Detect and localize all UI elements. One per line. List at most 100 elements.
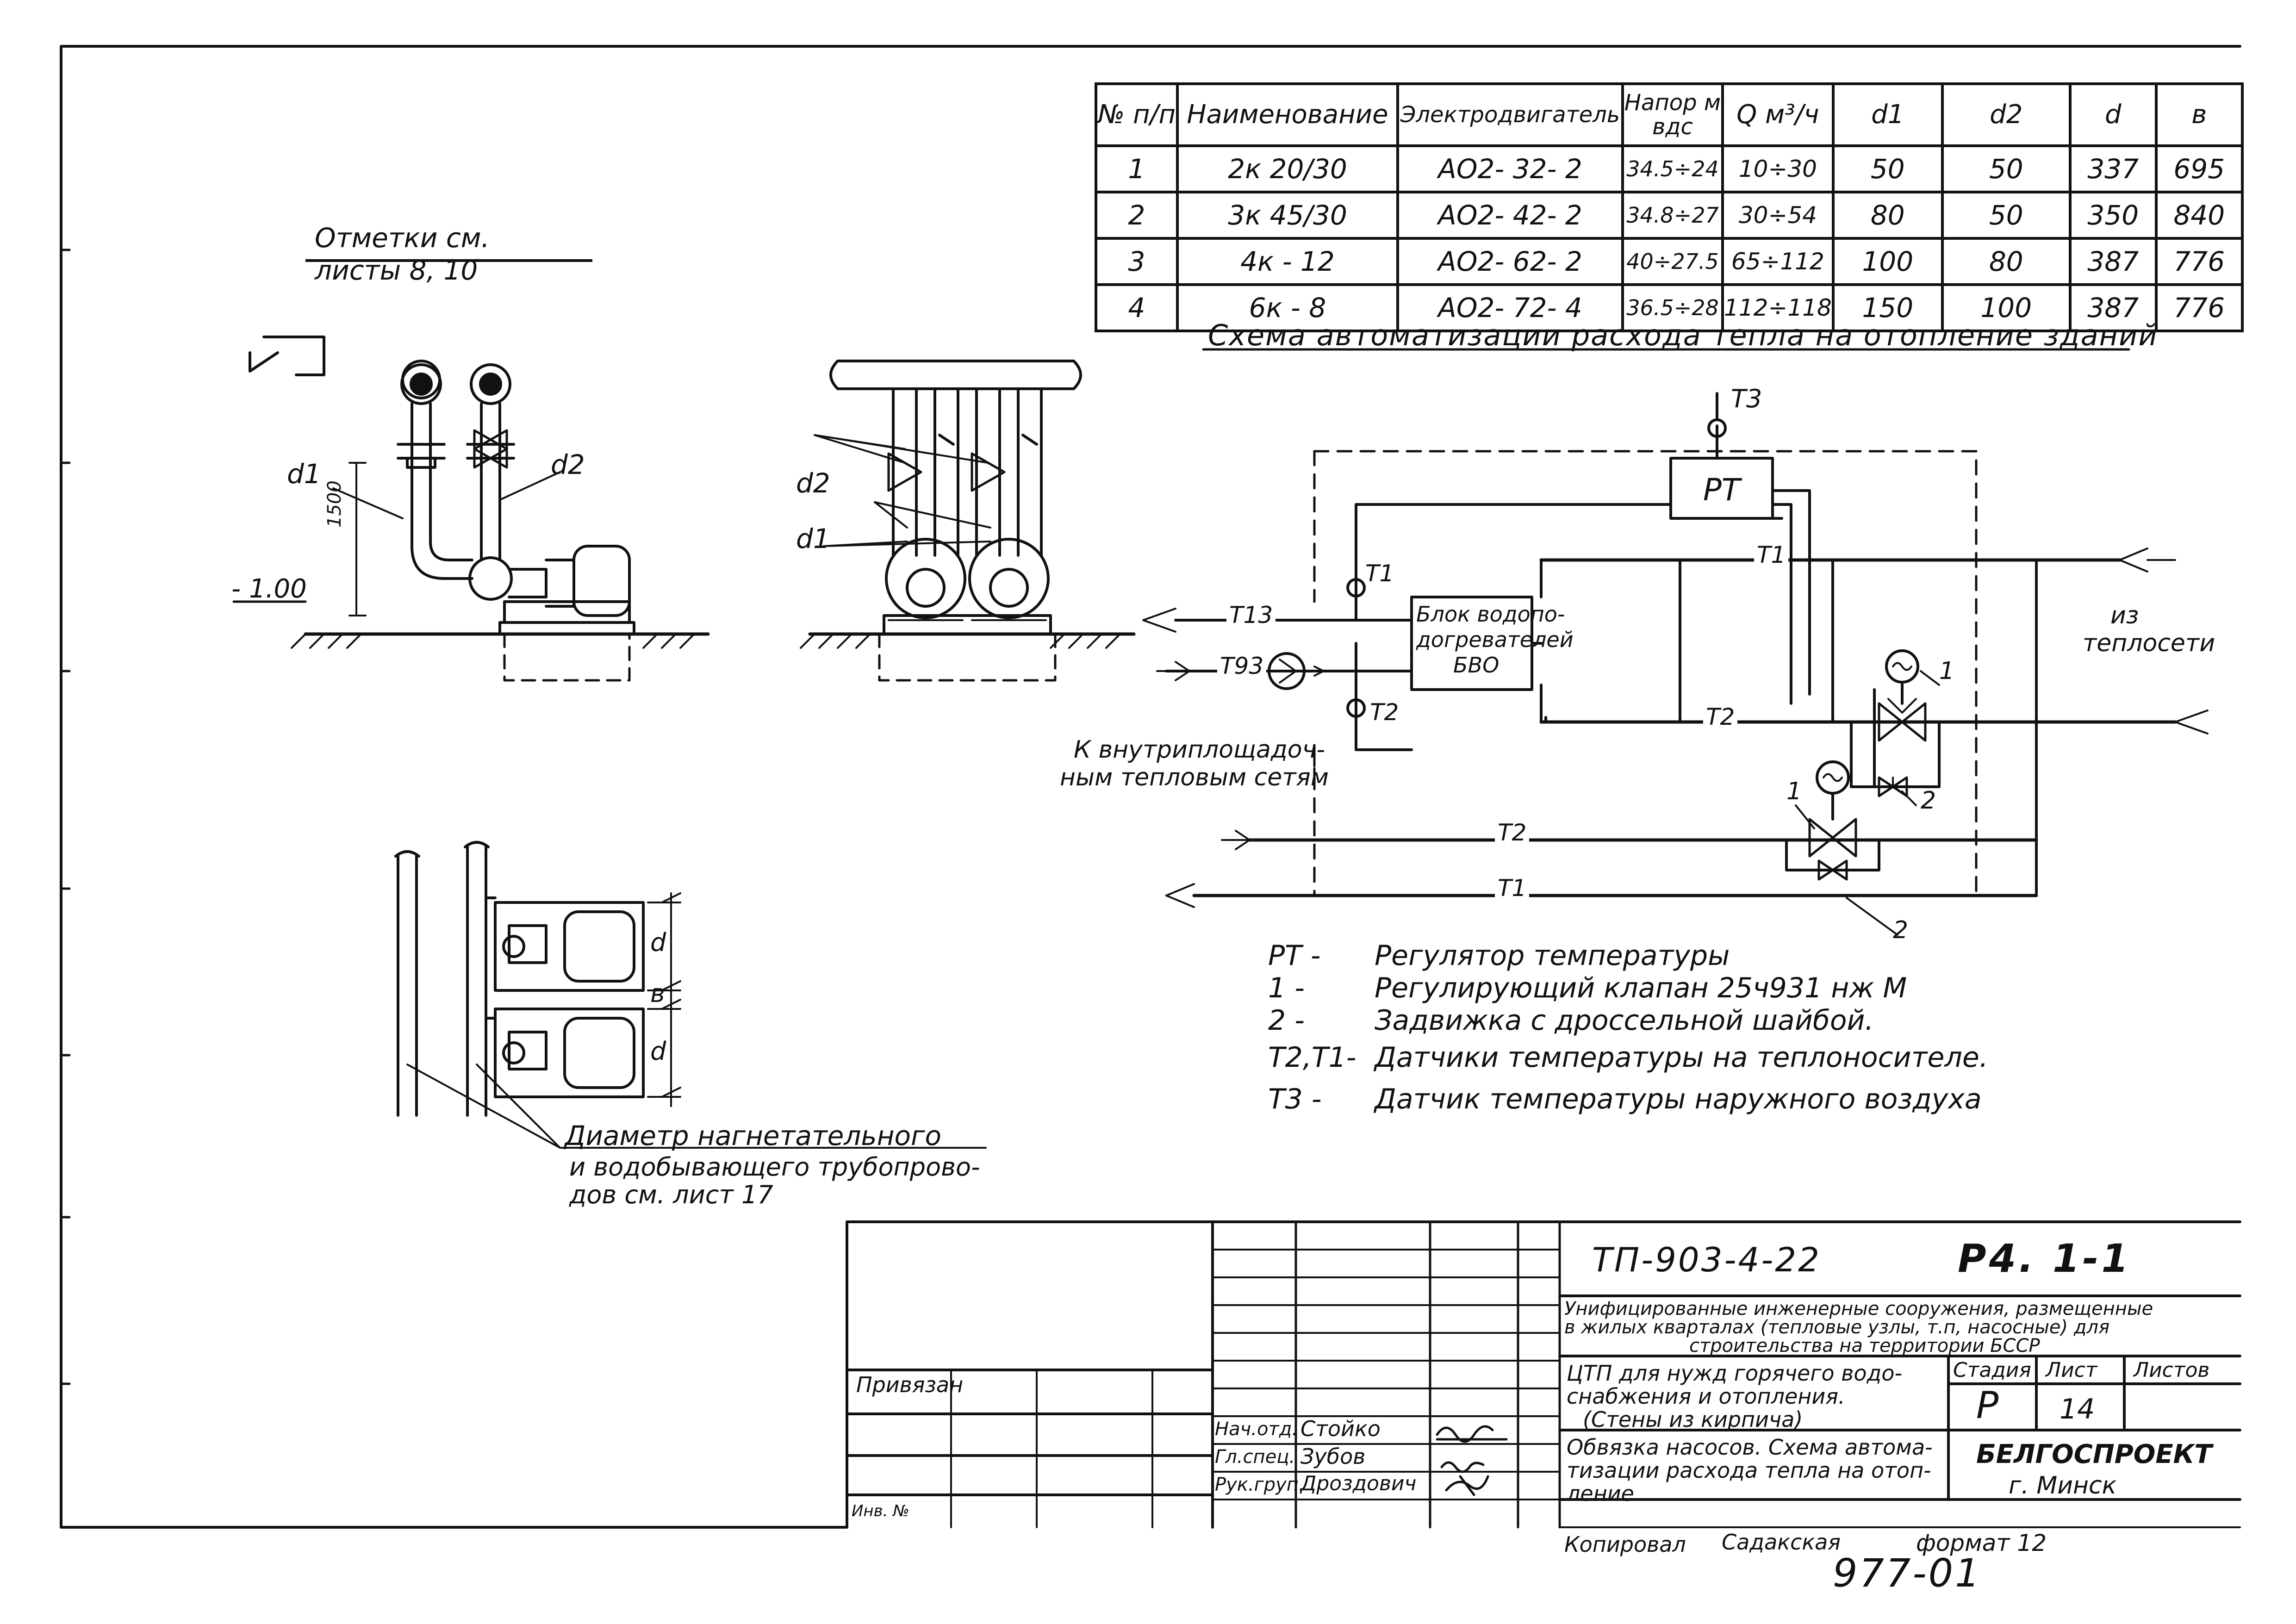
- num-1-lower: 1: [1786, 778, 1802, 805]
- role-1: Нач.отд.: [1215, 1419, 1298, 1440]
- title-block-lines: [846, 1220, 2241, 1529]
- table-row: 3 4к - 12 АО2- 62- 2 40÷27.5 65÷112 100 …: [1095, 237, 2244, 286]
- legend-row: РТ -Регулятор температуры: [1268, 940, 1730, 972]
- legend-row: 1 -Регулирующий клапан 25ч931 нж М: [1268, 972, 1907, 1004]
- table-cell: 2: [1095, 191, 1179, 240]
- table-cell: 350: [2068, 191, 2158, 240]
- pump-side-view: [232, 336, 710, 682]
- table-row: 2 3к 45/30 АО2- 42- 2 34.8÷27 30÷54 80 5…: [1095, 191, 2244, 240]
- table-cell: 36.5÷28: [1621, 283, 1724, 332]
- table-cell: 50: [1941, 144, 2072, 193]
- table-header-cell: Электродвигатель: [1396, 82, 1624, 147]
- name-1: Стойко: [1300, 1416, 1381, 1441]
- to-internal-1: К внутриплощадоч-: [1074, 736, 1325, 764]
- table-cell: АО2- 72- 4: [1396, 283, 1624, 332]
- plan-dim-d-top: d: [650, 928, 666, 957]
- legend-text: Задвижка с дроссельной шайбой.: [1375, 1004, 1874, 1037]
- table-header-cell: d1: [1831, 82, 1944, 147]
- legend-text: Датчик температуры наружного воздуха: [1375, 1083, 1982, 1115]
- pipe-note-line2: и водобывающего трубопрово-: [569, 1152, 980, 1182]
- doc-desc-2: в жилых кварталах (тепловые узлы, т.п, н…: [1564, 1317, 2110, 1338]
- archive-number: 977-01: [1833, 1550, 1982, 1596]
- table-cell: 776: [2154, 237, 2244, 286]
- block-label-2: догревателей: [1416, 627, 1574, 652]
- table-cell: 112÷118: [1721, 283, 1835, 332]
- pipe-note-line3: дов см. лист 17: [569, 1180, 773, 1209]
- table-header-cell: Напор м вдс: [1621, 82, 1724, 147]
- label-t3: Т3: [1731, 384, 1762, 413]
- doc-code: ТП-903-4-22: [1592, 1240, 1821, 1279]
- table-cell: 6к - 8: [1176, 283, 1399, 332]
- project-3: (Стены из кирпича): [1583, 1407, 1803, 1432]
- side-view-height-dim: 1500: [324, 480, 345, 528]
- table-cell: 65÷112: [1721, 237, 1835, 286]
- table-cell: 80: [1941, 237, 2072, 286]
- table-cell: 50: [1831, 144, 1944, 193]
- table-header-cell: № п/п: [1095, 82, 1179, 147]
- legend-row: Т2,Т1-Датчики температуры на теплоносите…: [1268, 1041, 1988, 1074]
- content-1: Обвязка насосов. Схема автома-: [1567, 1435, 1933, 1460]
- list-value: 14: [2060, 1393, 2095, 1425]
- label-t13: Т13: [1226, 602, 1276, 628]
- role-3: Рук.груп.: [1215, 1474, 1305, 1495]
- stage-header: Стадия: [1953, 1358, 2031, 1382]
- format-label: формат 12: [1916, 1530, 2047, 1556]
- scheme-title: Схема автоматизации расхода тепла на ото…: [1208, 318, 2158, 352]
- label-t2-sensor: Т2: [1370, 699, 1399, 726]
- table-cell: 4к - 12: [1176, 237, 1399, 286]
- front-view-d1: d1: [796, 523, 830, 554]
- block-label-1: Блок водопо-: [1416, 602, 1565, 627]
- num-2-upper: 2: [1921, 787, 1936, 815]
- label-t1-sensor: Т1: [1365, 560, 1394, 587]
- table-cell: 3к 45/30: [1176, 191, 1399, 240]
- project-1: ЦТП для нужд горячего водо-: [1567, 1361, 1903, 1386]
- legend-row: Т3 - Датчик температуры наружного воздуха: [1268, 1083, 1982, 1115]
- role-2: Гл.спец.: [1215, 1446, 1295, 1468]
- content-3: ление: [1567, 1481, 1634, 1506]
- table-cell: 840: [2154, 191, 2244, 240]
- from-network-2: теплосети: [2083, 629, 2215, 657]
- copier-name: Садакская: [1722, 1530, 1841, 1555]
- table-cell: 695: [2154, 144, 2244, 193]
- side-view-d2: d2: [551, 449, 585, 480]
- legend-key: Т3 -: [1268, 1083, 1322, 1115]
- legend-row: 2 -Задвижка с дроссельной шайбой.: [1268, 1004, 1874, 1037]
- elevation-note-line1: Отметки см.: [315, 222, 490, 254]
- table-row: 1 2к 20/30 АО2- 32- 2 34.5÷24 10÷30 50 5…: [1095, 144, 2244, 193]
- table-cell: 2к 20/30: [1176, 144, 1399, 193]
- table-cell: 30÷54: [1721, 191, 1835, 240]
- stage-value: Р: [1976, 1384, 1999, 1427]
- org-name: БЕЛГОСПРОЕКТ: [1976, 1439, 2212, 1469]
- table-cell: 40÷27.5: [1621, 237, 1724, 286]
- table-cell: 34.8÷27: [1621, 191, 1724, 240]
- sheet-frame: [60, 45, 2241, 1529]
- table-header-row: № п/п Наименование Электродвигатель Напо…: [1095, 82, 2244, 147]
- legend-key: 1 -: [1268, 972, 1305, 1004]
- table-cell: АО2- 62- 2: [1396, 237, 1624, 286]
- signatures-icon: [1436, 1425, 1508, 1496]
- inventory-label: Инв. №: [852, 1502, 909, 1520]
- table-cell: 50: [1941, 191, 2072, 240]
- pipe-note-line1: Диаметр нагнетательного: [565, 1120, 941, 1151]
- doc-sheet-ref: Р4. 1-1: [1958, 1236, 2131, 1281]
- table-cell: 387: [2068, 283, 2158, 332]
- num-1-upper: 1: [1939, 657, 1955, 685]
- table-cell: 3: [1095, 237, 1179, 286]
- pump-spec-table: № п/п Наименование Электродвигатель Напо…: [1095, 82, 2244, 332]
- project-2: снабжения и отопления.: [1567, 1384, 1845, 1409]
- pump-front-view: [800, 360, 1136, 682]
- table-cell: 387: [2068, 237, 2158, 286]
- table-header-cell: Наименование: [1176, 82, 1399, 147]
- num-2-lower: 2: [1893, 916, 1909, 944]
- doc-desc-3: строительства на территории БССР: [1689, 1335, 2040, 1356]
- table-cell: АО2- 42- 2: [1396, 191, 1624, 240]
- table-cell: 100: [1831, 237, 1944, 286]
- legend-key: РТ -: [1268, 940, 1321, 972]
- table-cell: 1: [1095, 144, 1179, 193]
- table-cell: 337: [2068, 144, 2158, 193]
- label-t1-upper: Т1: [1754, 541, 1789, 568]
- level-mark: - 1.00: [231, 574, 307, 604]
- lists-header: Листов: [2134, 1358, 2210, 1382]
- table-cell: АО2- 32- 2: [1396, 144, 1624, 193]
- block-label-3: БВО: [1453, 653, 1500, 678]
